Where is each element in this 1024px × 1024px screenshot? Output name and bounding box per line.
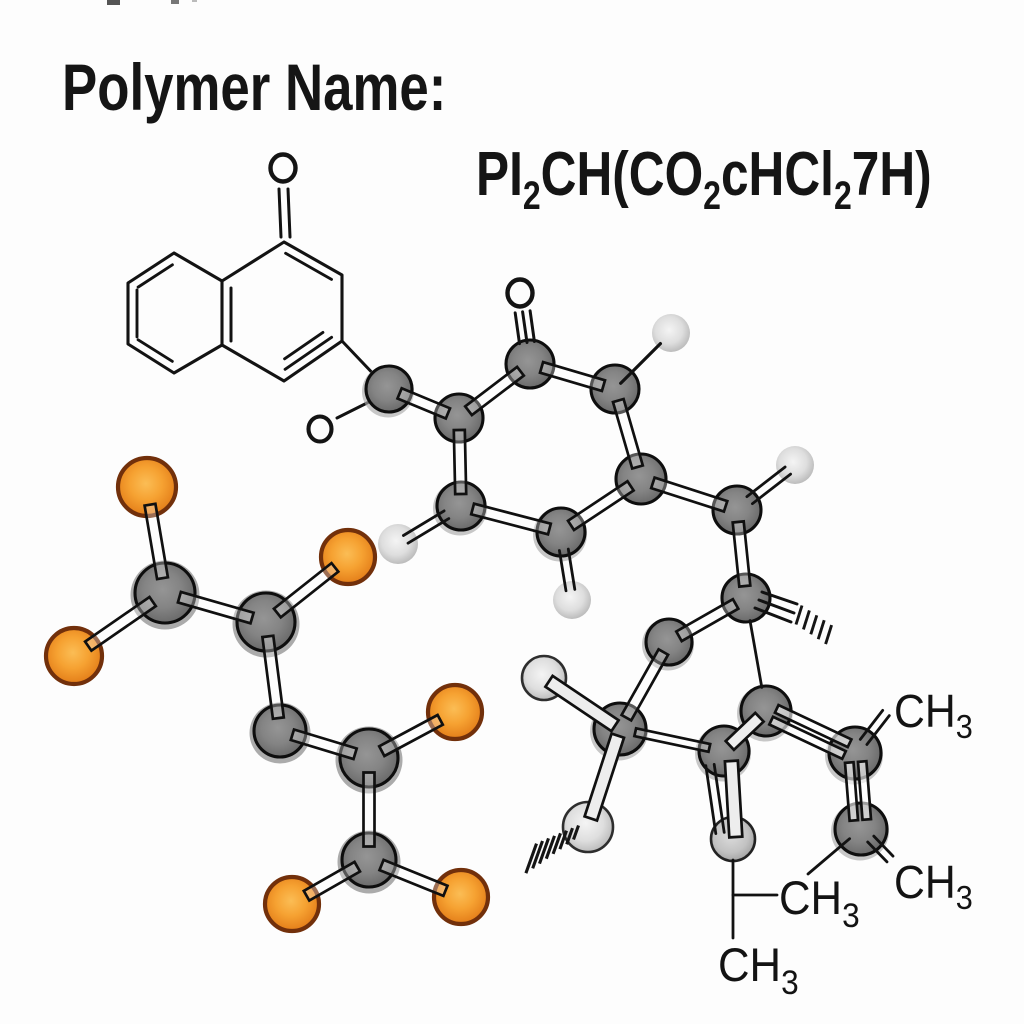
svg-text:Polymer Name:: Polymer Name: bbox=[62, 50, 446, 124]
svg-text:CH3: CH3 bbox=[894, 687, 973, 746]
svg-text:PI2CH(CO2cHCl27H): PI2CH(CO2cHCl27H) bbox=[476, 139, 932, 218]
svg-text:CH3: CH3 bbox=[779, 872, 860, 935]
